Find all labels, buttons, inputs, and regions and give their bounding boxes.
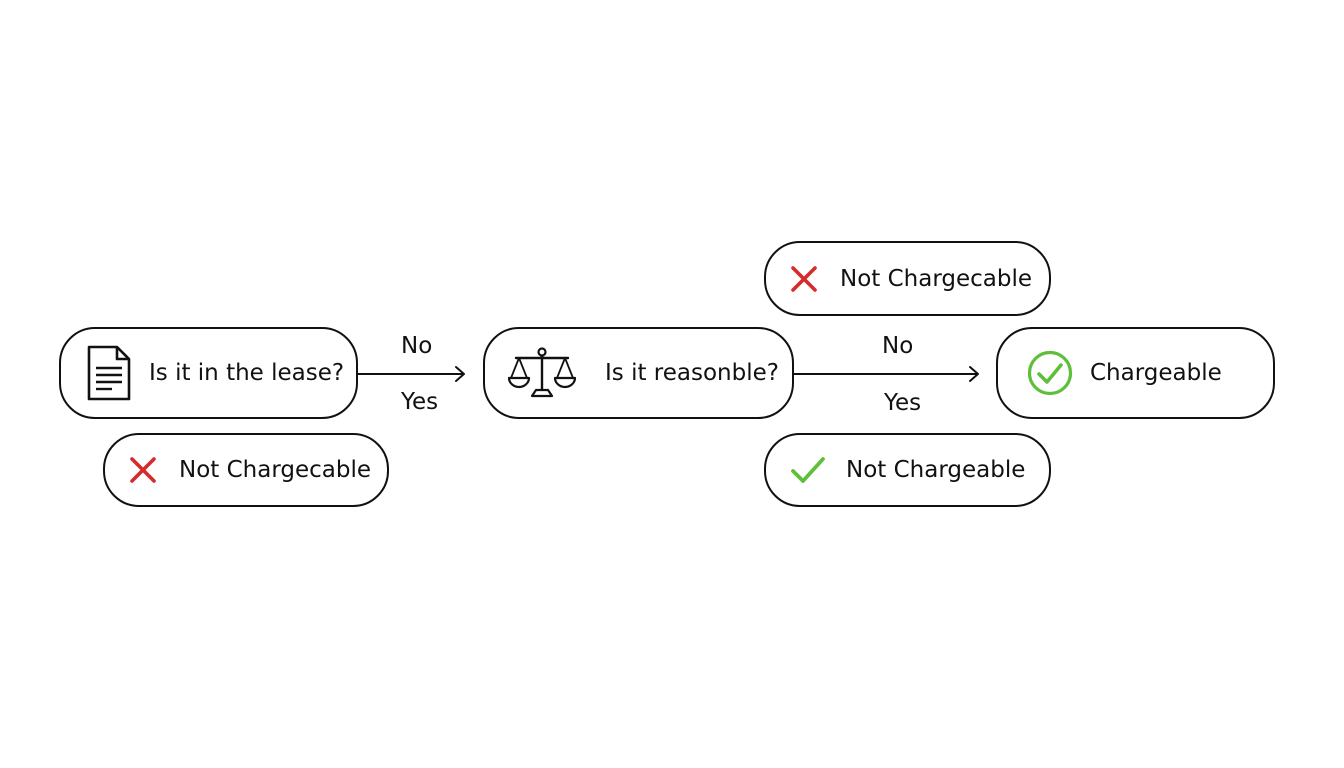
chargeable-label: Chargeable: [1090, 360, 1222, 386]
not-chargecable-label-top: Not Chargecable: [840, 265, 1033, 292]
not-chargeable-label-bottom: Not Chargeable: [846, 457, 1026, 483]
check-icon: [788, 455, 828, 485]
reasonable-question-label: Is it reasonble?: [605, 360, 779, 386]
not-chargecable-node-left: Not Chargecable: [103, 433, 389, 507]
reasonable-no-label: No: [882, 333, 914, 359]
lease-no-label: No: [401, 333, 433, 359]
cross-icon: [127, 455, 159, 485]
not-chargecable-node-top: Not Chargecable: [764, 241, 1051, 316]
not-chargecable-label-left: Not Chargecable: [179, 457, 372, 483]
document-icon: [83, 344, 135, 402]
lease-yes-label: Yes: [401, 389, 439, 415]
lease-to-reasonable-arrow: [358, 366, 465, 382]
lease-question-label: Is it in the lease?: [149, 360, 345, 386]
cross-icon: [788, 264, 820, 294]
chargeable-node: Chargeable: [996, 327, 1275, 419]
reasonable-question-node: Is it reasonble?: [483, 327, 794, 419]
reasonable-yes-label: Yes: [884, 390, 922, 416]
reasonable-to-chargeable-arrow: [794, 366, 979, 382]
lease-question-node: Is it in the lease?: [59, 327, 358, 419]
not-chargeable-node-bottom: Not Chargeable: [764, 433, 1051, 507]
check-circle-icon: [1026, 349, 1074, 397]
scales-icon: [507, 347, 577, 399]
